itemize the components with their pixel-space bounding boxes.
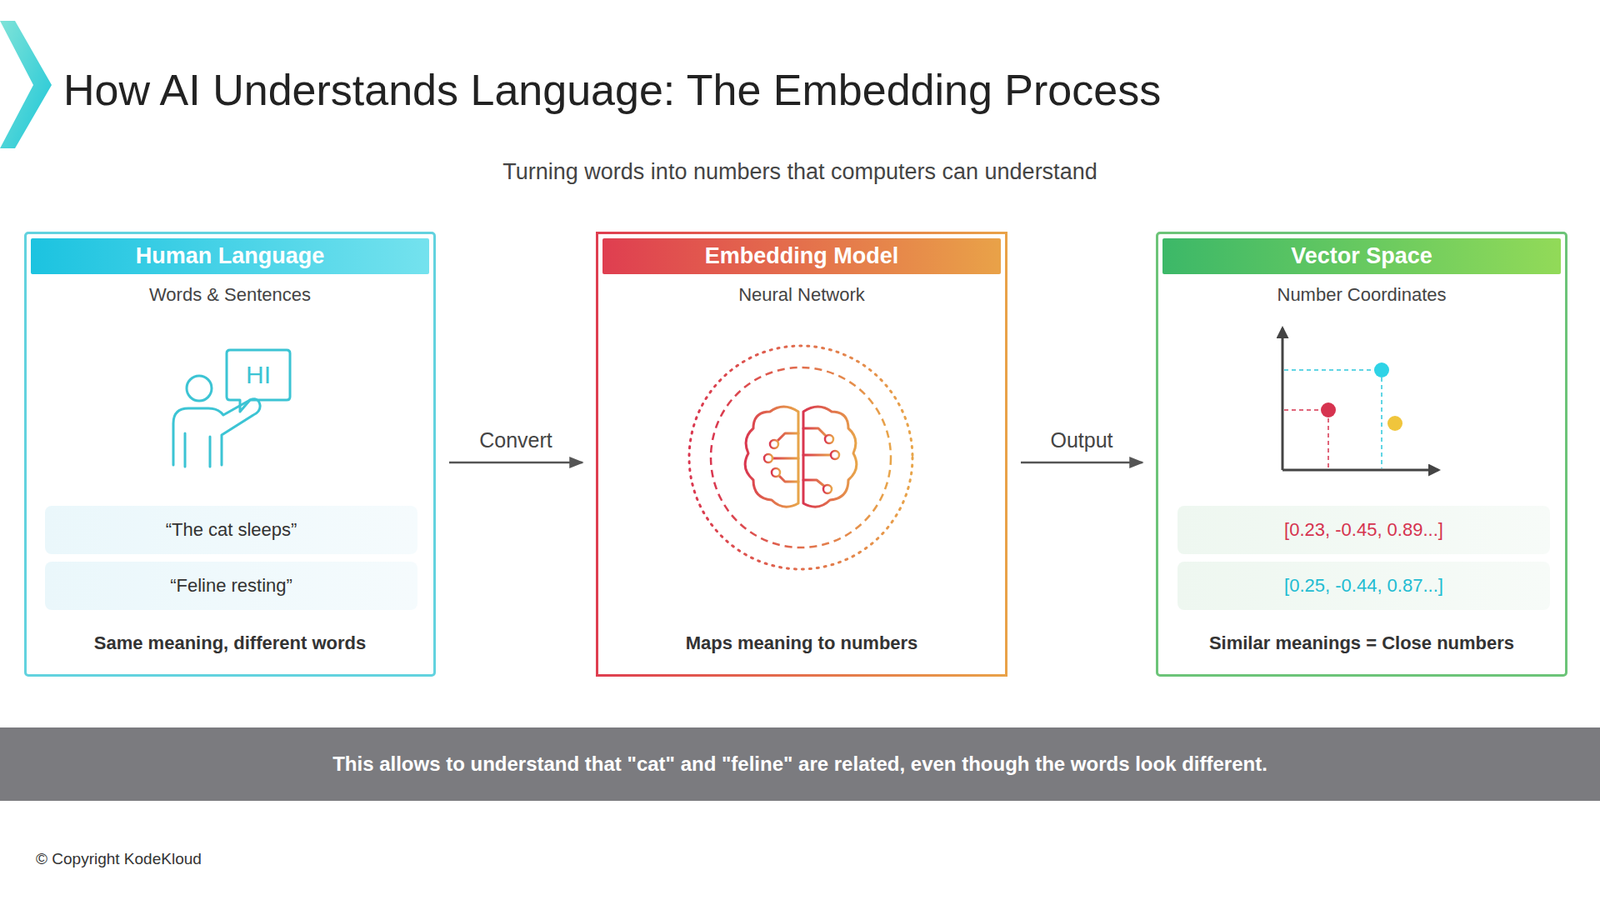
arrow-label: Convert — [479, 428, 553, 453]
flow-arrow — [1020, 461, 1143, 465]
panel-header: Human Language — [30, 238, 430, 275]
panel-header: Vector Space — [1162, 238, 1561, 275]
text-pill: “The cat sleeps” — [45, 505, 418, 555]
panel-footer: Same meaning, different words — [33, 632, 427, 655]
sample-text: “The cat sleeps” — [165, 519, 298, 541]
sample-text: [0.25, -0.44, 0.87...] — [1284, 575, 1444, 597]
copyright-note: © Copyright KodeKloud — [35, 850, 202, 870]
sample-text: “Feline resting” — [170, 575, 293, 597]
sample-text: [0.23, -0.45, 0.89...] — [1284, 519, 1444, 541]
panel-footer: Similar meanings = Close numbers — [1165, 632, 1559, 655]
speaker-icon — [173, 350, 290, 467]
neural-network-icon — [689, 345, 913, 570]
title-chevron — [0, 20, 52, 149]
summary-band: This allows to understand that "cat" and… — [0, 727, 1600, 801]
panel-subtitle: Number Coordinates — [1165, 284, 1559, 306]
panel-footer: Maps meaning to numbers — [605, 632, 999, 655]
stage-panel: Human LanguageWords & SentencesSame mean… — [24, 231, 436, 677]
panel-header: Embedding Model — [602, 238, 1001, 275]
subtitle: Turning words into numbers that computer… — [502, 158, 1097, 185]
summary-text: This allows to understand that "cat" and… — [332, 752, 1268, 776]
vector-chart — [1282, 328, 1439, 470]
panel-subtitle: Words & Sentences — [33, 284, 427, 306]
page-title: How AI Understands Language: The Embeddi… — [63, 65, 1161, 115]
panel-subtitle: Neural Network — [605, 284, 999, 306]
stage-panel: Embedding ModelNeural NetworkMaps meanin… — [595, 231, 1008, 677]
text-pill: [0.23, -0.45, 0.89...] — [1177, 505, 1550, 555]
flow-arrow — [449, 461, 583, 465]
text-pill: “Feline resting” — [45, 561, 418, 610]
arrow-label: Output — [1050, 428, 1113, 453]
stage-panel: Vector SpaceNumber CoordinatesSimilar me… — [1155, 231, 1568, 677]
text-pill: [0.25, -0.44, 0.87...] — [1177, 561, 1550, 610]
speech-text: HI — [245, 360, 271, 390]
